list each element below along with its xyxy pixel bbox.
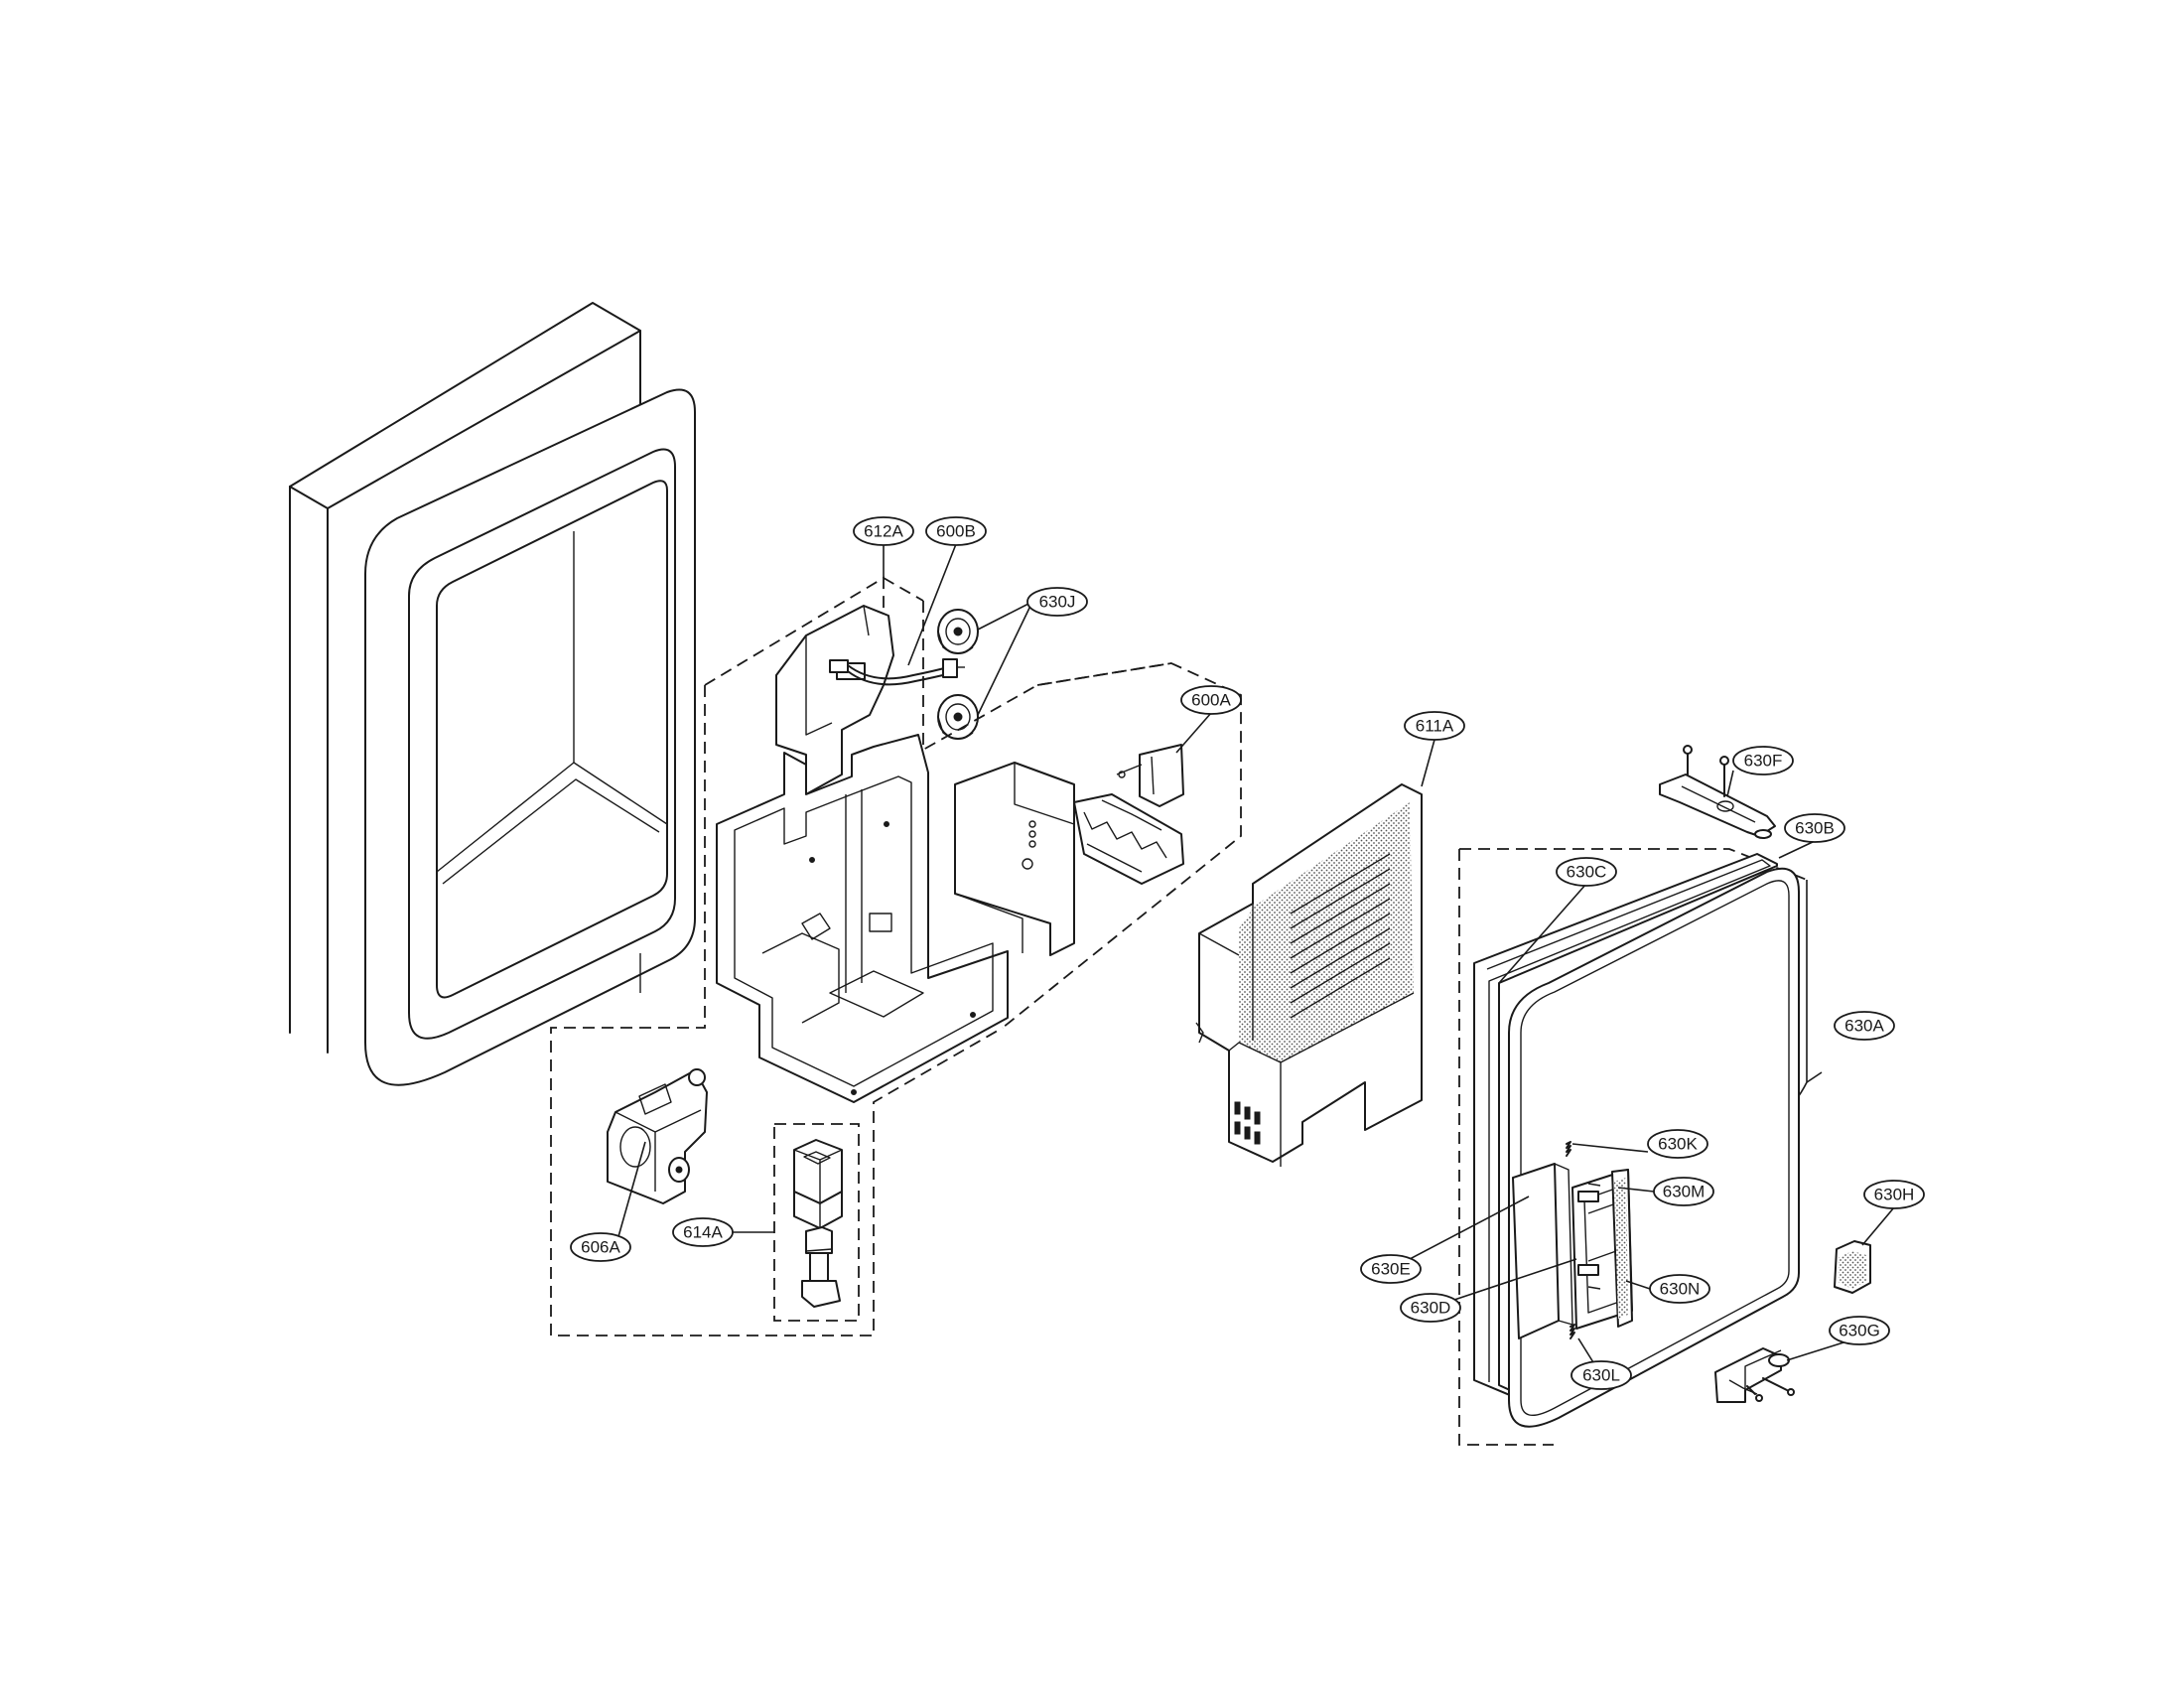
spring-630L xyxy=(1570,1324,1575,1339)
callout-label: 630E xyxy=(1371,1260,1411,1279)
spring-630K xyxy=(1566,1141,1571,1157)
callout-label: 630J xyxy=(1039,593,1076,612)
callout-630E: 630E xyxy=(1360,1254,1422,1284)
callout-label: 600A xyxy=(1191,691,1231,710)
callout-label: 630B xyxy=(1795,819,1835,838)
callout-label: 630H xyxy=(1874,1186,1915,1204)
solenoid-valve-group-614A xyxy=(773,1123,860,1322)
callout-label: 630F xyxy=(1744,752,1783,771)
auger-motor-606A xyxy=(607,1068,708,1204)
callout-630B: 630B xyxy=(1784,813,1845,843)
callout-label: 612A xyxy=(864,522,903,541)
callout-label: 611A xyxy=(1416,717,1454,736)
callout-label: 600B xyxy=(936,522,976,541)
callout-630K: 630K xyxy=(1647,1129,1708,1159)
callout-630H: 630H xyxy=(1863,1180,1925,1209)
callout-630L: 630L xyxy=(1570,1360,1632,1390)
callout-label: 630G xyxy=(1839,1322,1880,1340)
icemaker-group-600A xyxy=(922,601,1242,1029)
callout-630D: 630D xyxy=(1400,1293,1461,1323)
hinge-cap-630H xyxy=(1834,1240,1871,1294)
callout-630F: 630F xyxy=(1732,746,1794,775)
callout-600A: 600A xyxy=(1180,685,1242,715)
callout-614A: 614A xyxy=(672,1217,734,1247)
refrigerator-door-assembly xyxy=(289,302,696,1086)
callout-label: 630D xyxy=(1411,1299,1451,1318)
callout-label: 630L xyxy=(1582,1366,1620,1385)
callout-611A: 611A xyxy=(1404,711,1465,741)
wire-harness-600B xyxy=(829,658,965,686)
callout-630J: 630J xyxy=(1026,587,1088,617)
callout-630N: 630N xyxy=(1649,1274,1710,1304)
vent-slots xyxy=(1290,853,1391,1019)
callout-630C: 630C xyxy=(1556,857,1617,887)
callout-630M: 630M xyxy=(1653,1177,1714,1206)
roller-630J-lower xyxy=(937,694,979,740)
dispenser-housing-group-612A xyxy=(550,551,1009,1336)
callout-label: 630C xyxy=(1567,863,1607,882)
callout-600B: 600B xyxy=(925,516,987,546)
callout-630A: 630A xyxy=(1834,1011,1895,1041)
callout-630G: 630G xyxy=(1829,1316,1890,1345)
callout-label: 630N xyxy=(1660,1280,1701,1299)
lower-hinge-630G xyxy=(1714,1347,1795,1403)
cover-611A xyxy=(1195,783,1423,1167)
callout-612A: 612A xyxy=(853,516,914,546)
callout-label: 606A xyxy=(581,1238,620,1257)
roller-630J-upper xyxy=(937,609,979,654)
callout-label: 614A xyxy=(683,1223,723,1242)
callout-label: 630M xyxy=(1663,1183,1706,1201)
callout-label: 630A xyxy=(1844,1017,1884,1036)
upper-hinge-630F xyxy=(1659,745,1776,839)
callout-label: 630K xyxy=(1658,1135,1698,1154)
callout-606A: 606A xyxy=(570,1232,631,1262)
